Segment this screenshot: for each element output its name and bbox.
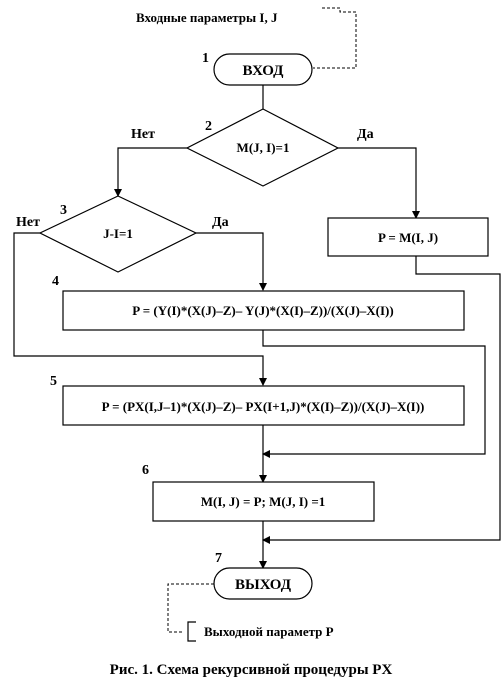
decision-2-no-label: Нет — [131, 127, 155, 142]
decision-2-yes-label: Да — [357, 127, 374, 142]
flow-2-yes — [338, 147, 420, 219]
process-block-4-label: P = (Y(I)*(X(J)–Z)– Y(J)*(X(I)–Z))/(X(J)… — [132, 303, 393, 318]
input-params-note: Входные параметры I, J — [136, 10, 278, 25]
exit-label: ВЫХОД — [235, 577, 292, 593]
block-2-number: 2 — [205, 119, 212, 134]
output-annotation-line — [167, 583, 214, 633]
block-4-number: 4 — [52, 274, 59, 289]
process-block-5 — [62, 385, 465, 426]
flow-3-no — [13, 232, 267, 386]
block-3-number: 3 — [60, 203, 67, 218]
flow-4-to-6 — [262, 330, 486, 458]
figure-caption: Рис. 1. Схема рекурсивной процедуры PX — [110, 662, 393, 678]
decision-m-ji-label: M(J, I)=1 — [237, 140, 290, 155]
block-1-number: 1 — [202, 51, 209, 66]
process-block-5-label: P = (PX(I,J–1)*(X(J)–Z)– PX(I+1,J)*(X(I)… — [102, 399, 425, 414]
decision-j-minus-i-label: J-I=1 — [103, 226, 133, 241]
block-7-number: 7 — [215, 551, 222, 566]
process-p-equals-m — [327, 217, 489, 257]
block-5-number: 5 — [50, 374, 57, 389]
process-block-6 — [152, 481, 375, 522]
output-annotation-bracket — [187, 621, 196, 642]
decision-j-minus-i — [38, 195, 198, 273]
decision-3-no-label: Нет — [16, 215, 40, 230]
block-6-number: 6 — [142, 463, 149, 478]
process-block-6-label: M(I, J) = P; M(J, I) =1 — [201, 494, 326, 509]
flow-pm-to-exit — [262, 256, 501, 544]
flow-3-yes — [196, 232, 267, 291]
decision-3-yes-label: Да — [212, 215, 229, 230]
input-annotation-bracket — [313, 7, 357, 69]
decision-m-ji — [185, 108, 340, 187]
start-label: ВХОД — [243, 63, 285, 79]
output-params-note: Выходной параметр P — [204, 624, 334, 639]
process-block-4 — [62, 290, 465, 331]
flow-2-no — [114, 147, 187, 197]
process-p-equals-m-label: P = M(I, J) — [378, 230, 438, 245]
